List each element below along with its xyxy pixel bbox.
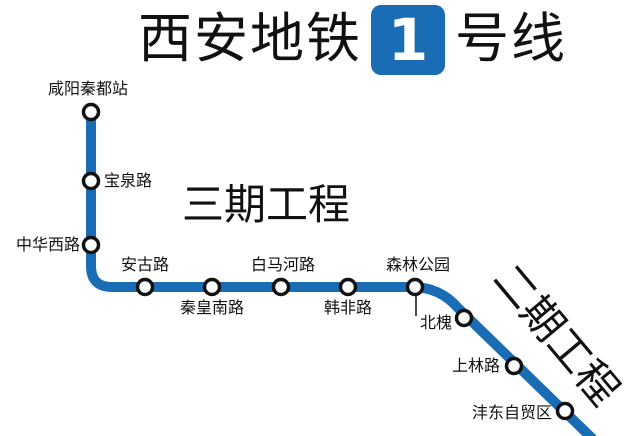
phase-3-label: 三期工程	[182, 180, 351, 229]
station-label: 安古路	[120, 255, 170, 274]
line-1-route	[86, 107, 597, 436]
station-marker	[338, 277, 358, 297]
station-label: 咸阳秦都站	[47, 79, 129, 98]
station-label: 秦皇南路	[179, 298, 245, 317]
line-number-badge: 1	[371, 5, 445, 75]
station-label: 森林公园	[385, 255, 451, 274]
title-suffix: 号线	[455, 7, 567, 70]
station-marker	[81, 102, 101, 122]
station-marker	[504, 356, 524, 376]
station-label: 沣东自贸区	[471, 403, 552, 422]
station-marker	[405, 277, 425, 297]
station-marker	[271, 277, 291, 297]
station-label: 中华西路	[15, 235, 80, 254]
station-marker	[81, 171, 101, 191]
station-label: 白马河路	[250, 255, 316, 274]
station-marker	[81, 235, 101, 255]
station-label: 宝泉路	[104, 171, 153, 190]
title-prefix: 西安地铁	[138, 7, 362, 70]
station-label: 韩非路	[323, 298, 373, 317]
station-marker	[135, 277, 155, 297]
station-marker	[202, 277, 222, 297]
station-marker	[454, 308, 474, 328]
station-label: 北槐	[419, 313, 452, 332]
station-marker	[555, 401, 575, 421]
station-label: 上林路	[451, 356, 500, 375]
